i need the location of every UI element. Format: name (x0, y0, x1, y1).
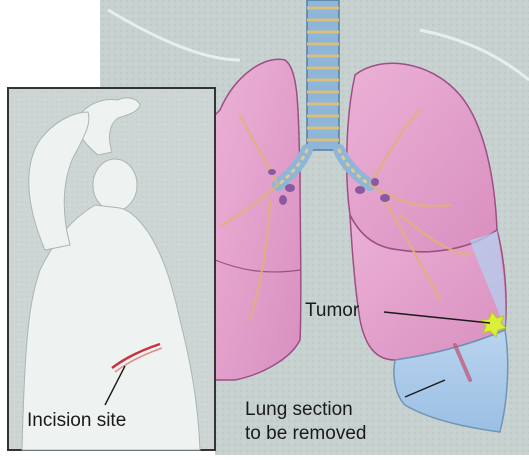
trachea (307, 0, 339, 150)
incision-site-label: Incision site (27, 410, 126, 432)
tumor-label: Tumor (305, 300, 359, 322)
left-lung (215, 59, 301, 380)
lung-section-label-line2: to be removed (245, 422, 366, 446)
lung-section-label-line1: Lung section (245, 398, 366, 422)
lung-section-label: Lung section to be removed (245, 398, 366, 446)
